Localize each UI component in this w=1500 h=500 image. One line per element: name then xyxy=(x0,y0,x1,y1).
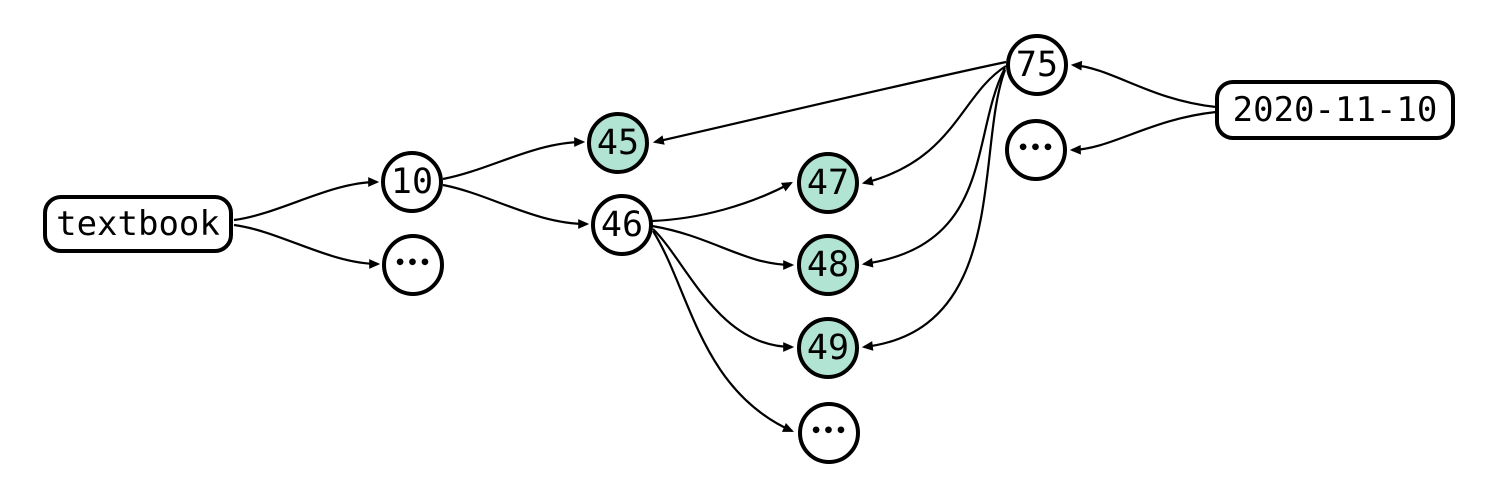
node-textbook: textbook xyxy=(43,195,233,253)
node-45-label: 45 xyxy=(596,122,640,163)
edge-textbook-dots xyxy=(233,223,381,269)
edge-textbook-10 xyxy=(233,177,380,222)
edge-75-47 xyxy=(861,65,1007,186)
node-ellipsis-left-label: ••• xyxy=(394,251,432,274)
edge-75-48 xyxy=(861,67,1006,268)
node-ellipsis-middle: ••• xyxy=(798,402,860,464)
node-textbook-label: textbook xyxy=(56,204,220,244)
node-75-label: 75 xyxy=(1015,44,1059,85)
node-48-label: 48 xyxy=(806,244,850,285)
node-46-label: 46 xyxy=(600,204,644,245)
node-46: 46 xyxy=(591,194,653,256)
node-ellipsis-middle-label: ••• xyxy=(810,419,848,442)
node-ellipsis-left: ••• xyxy=(382,234,444,296)
node-2020-11-10: 2020-11-10 xyxy=(1215,80,1455,140)
node-75: 75 xyxy=(1006,34,1068,96)
edge-10-46 xyxy=(442,183,590,229)
edge-10-45 xyxy=(442,137,586,181)
edge-75-49 xyxy=(861,69,1007,351)
node-47-label: 47 xyxy=(806,162,850,203)
node-10: 10 xyxy=(381,151,443,213)
edge-date-dots xyxy=(1069,110,1217,155)
node-ellipsis-right: ••• xyxy=(1005,119,1067,181)
node-49: 49 xyxy=(797,317,859,379)
node-10-label: 10 xyxy=(390,161,434,202)
edge-75-45 xyxy=(652,60,1007,145)
node-2020-11-10-label: 2020-11-10 xyxy=(1232,90,1438,130)
edge-46-48 xyxy=(651,224,795,270)
node-49-label: 49 xyxy=(806,327,850,368)
edge-date-75 xyxy=(1070,60,1217,109)
edge-46-dots xyxy=(652,230,795,433)
node-45: 45 xyxy=(587,112,649,174)
edge-46-47 xyxy=(651,181,793,223)
node-47: 47 xyxy=(797,152,859,214)
node-48: 48 xyxy=(797,234,859,296)
edge-46-49 xyxy=(652,228,795,352)
node-ellipsis-right-label: ••• xyxy=(1017,136,1055,159)
